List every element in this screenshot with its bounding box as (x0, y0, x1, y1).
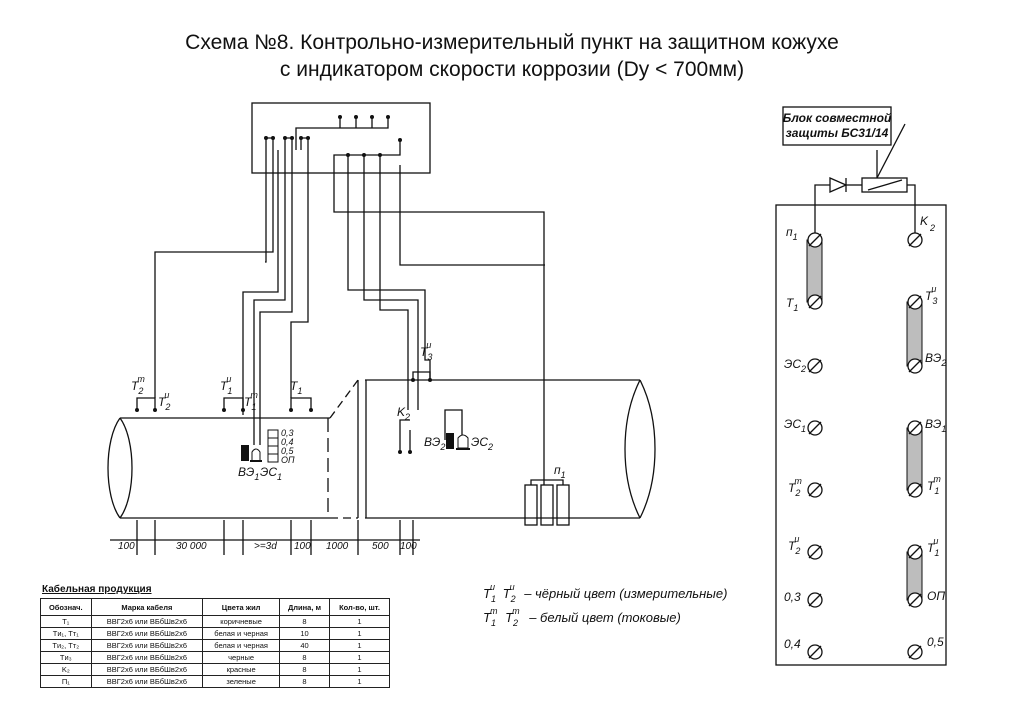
table-row: Tи₃ ВВГ2х6 или ВБбШв2х6 черные 8 1 (40, 651, 391, 664)
column-header: Кол-во, шт. (328, 598, 391, 616)
bsz-label-line-2: защиты БС31/14 (786, 126, 889, 140)
terminal-label: ЭС1 (784, 417, 806, 434)
table-cell: белая и черная (202, 627, 281, 640)
table-cell: ВВГ2х6 или ВБбШв2х6 (90, 675, 204, 688)
table-cell: 1 (328, 615, 391, 628)
table-cell: 1 (328, 639, 391, 652)
dimension-1: 100 (118, 541, 135, 552)
terminal-label: 0,5 (927, 635, 944, 649)
table-cell: 8 (279, 675, 330, 688)
column-header: Марка кабеля (90, 598, 204, 616)
column-header: Цвета жил (202, 598, 281, 616)
terminal-label: ВЭ2 (925, 351, 946, 368)
label-probe-03: 0,3 (281, 428, 294, 438)
table-cell: ВВГ2х6 или ВБбШв2х6 (90, 663, 204, 676)
table-cell: ВВГ2х6 или ВБбШв2х6 (90, 615, 204, 628)
dimension-4: 100 (294, 541, 311, 552)
terminal-label: T2т (788, 476, 802, 498)
terminal-label: 0,4 (784, 637, 801, 651)
table-row: Tи₁, Tт₁ ВВГ2х6 или ВБбШв2х6 белая и чер… (40, 627, 391, 640)
table-cell: 8 (279, 651, 330, 664)
terminal-board (775, 204, 947, 666)
table-row: П₁ ВВГ2х6 или ВБбШв2х6 зеленые 8 1 (40, 675, 391, 688)
table-cell: белая и черная (202, 639, 281, 652)
terminal-label: п1 (786, 225, 798, 242)
bsz-label-line-1: Блок совместной (783, 111, 892, 125)
table-cell: 8 (279, 615, 330, 628)
terminal-label: T2и (788, 534, 800, 556)
table-cell: коричневые (202, 615, 281, 628)
column-header: Обознач. (40, 598, 92, 616)
dimension-6: 500 (372, 541, 389, 552)
cable-table: Обознач. Марка кабеля Цвета жил Длина, м… (40, 598, 391, 688)
table-cell: K₂ (40, 663, 92, 676)
table-cell: 40 (279, 639, 330, 652)
terminal-label: T1т (927, 474, 941, 496)
label-T2-t: T2т (131, 374, 145, 396)
label-T2-i: T2и (158, 390, 170, 412)
cable-table-title: Кабельная продукция (42, 584, 152, 595)
legend-line-1: T1и T2и – чёрный цвет (измерительные) (483, 578, 727, 604)
terminal-label: ОП (927, 589, 945, 603)
table-cell: 1 (328, 651, 391, 664)
wire-color-legend: T1и T2и – чёрный цвет (измерительные) T1… (483, 578, 727, 628)
table-cell: 8 (279, 663, 330, 676)
label-n1: п1 (554, 463, 566, 480)
table-cell: Tи₃ (40, 651, 92, 664)
label-T1: T1 (290, 379, 302, 396)
diagram-title-line-1: Схема №8. Контрольно-измерительный пункт… (185, 31, 839, 54)
label-T1-i: T1и (220, 374, 232, 396)
table-cell: ВВГ2х6 или ВБбШв2х6 (90, 639, 204, 652)
label-VE2: ВЭ2 (424, 435, 445, 452)
label-T1-t: T1т (244, 390, 258, 412)
label-K2: K2 (397, 405, 410, 422)
terminal-label: 0,3 (784, 590, 801, 604)
terminal-labels-left: п1 T1 ЭС2 ЭС1 T2т T2и 0,3 0,4 (784, 225, 806, 651)
label-ES2: ЭС2 (471, 435, 493, 452)
column-header: Длина, м (279, 598, 330, 616)
table-cell: T₁ (40, 615, 92, 628)
table-cell: ВВГ2х6 или ВБбШв2х6 (90, 627, 204, 640)
table-row: T₁ ВВГ2х6 или ВБбШв2х6 коричневые 8 1 (40, 615, 391, 628)
dimension-7: 100 (400, 541, 417, 552)
junction-box (251, 102, 431, 174)
terminal-label: T1и (927, 536, 939, 558)
table-cell: Tи₁, Tт₁ (40, 627, 92, 640)
table-cell: красные (202, 663, 281, 676)
terminal-label: T3и (925, 284, 937, 306)
table-cell: 10 (279, 627, 330, 640)
label-probe-04: 0,4 (281, 437, 294, 447)
table-cell: зеленые (202, 675, 281, 688)
diagram-title-line-2: с индикатором скорости коррозии (Dy < 70… (279, 58, 745, 81)
dimension-5: 1000 (326, 541, 349, 552)
label-ES1: ЭС1 (260, 465, 282, 482)
legend-line-2: T1т T2т – белый цвет (токовые) (483, 602, 681, 628)
table-cell: Tи₂, Tт₂ (40, 639, 92, 652)
table-row: K₂ ВВГ2х6 или ВБбШв2х6 красные 8 1 (40, 663, 391, 676)
terminal-label: T1 (786, 296, 798, 313)
label-probe-op: ОП (281, 455, 295, 465)
table-row: Tи₂, Tт₂ ВВГ2х6 или ВБбШв2х6 белая и чер… (40, 639, 391, 652)
table-cell: 1 (328, 675, 391, 688)
dimension-3: >=3d (254, 541, 277, 552)
dimension-2: 30 000 (176, 541, 207, 552)
table-cell: 1 (328, 663, 391, 676)
label-VE1: ВЭ1 (238, 465, 259, 482)
cable-products-table-block: Кабельная продукция Обознач. Марка кабел… (40, 584, 391, 688)
terminal-label: ВЭ1 (925, 417, 946, 434)
table-cell: 1 (328, 627, 391, 640)
table-cell: черные (202, 651, 281, 664)
table-cell: П₁ (40, 675, 92, 688)
label-T3-i: T3и (420, 340, 432, 362)
terminal-label: ЭС2 (784, 357, 806, 374)
label-probe-05: 0,5 (281, 446, 295, 456)
table-cell: ВВГ2х6 или ВБбШв2х6 (90, 651, 204, 664)
table-header-row: Обознач. Марка кабеля Цвета жил Длина, м… (40, 598, 391, 616)
